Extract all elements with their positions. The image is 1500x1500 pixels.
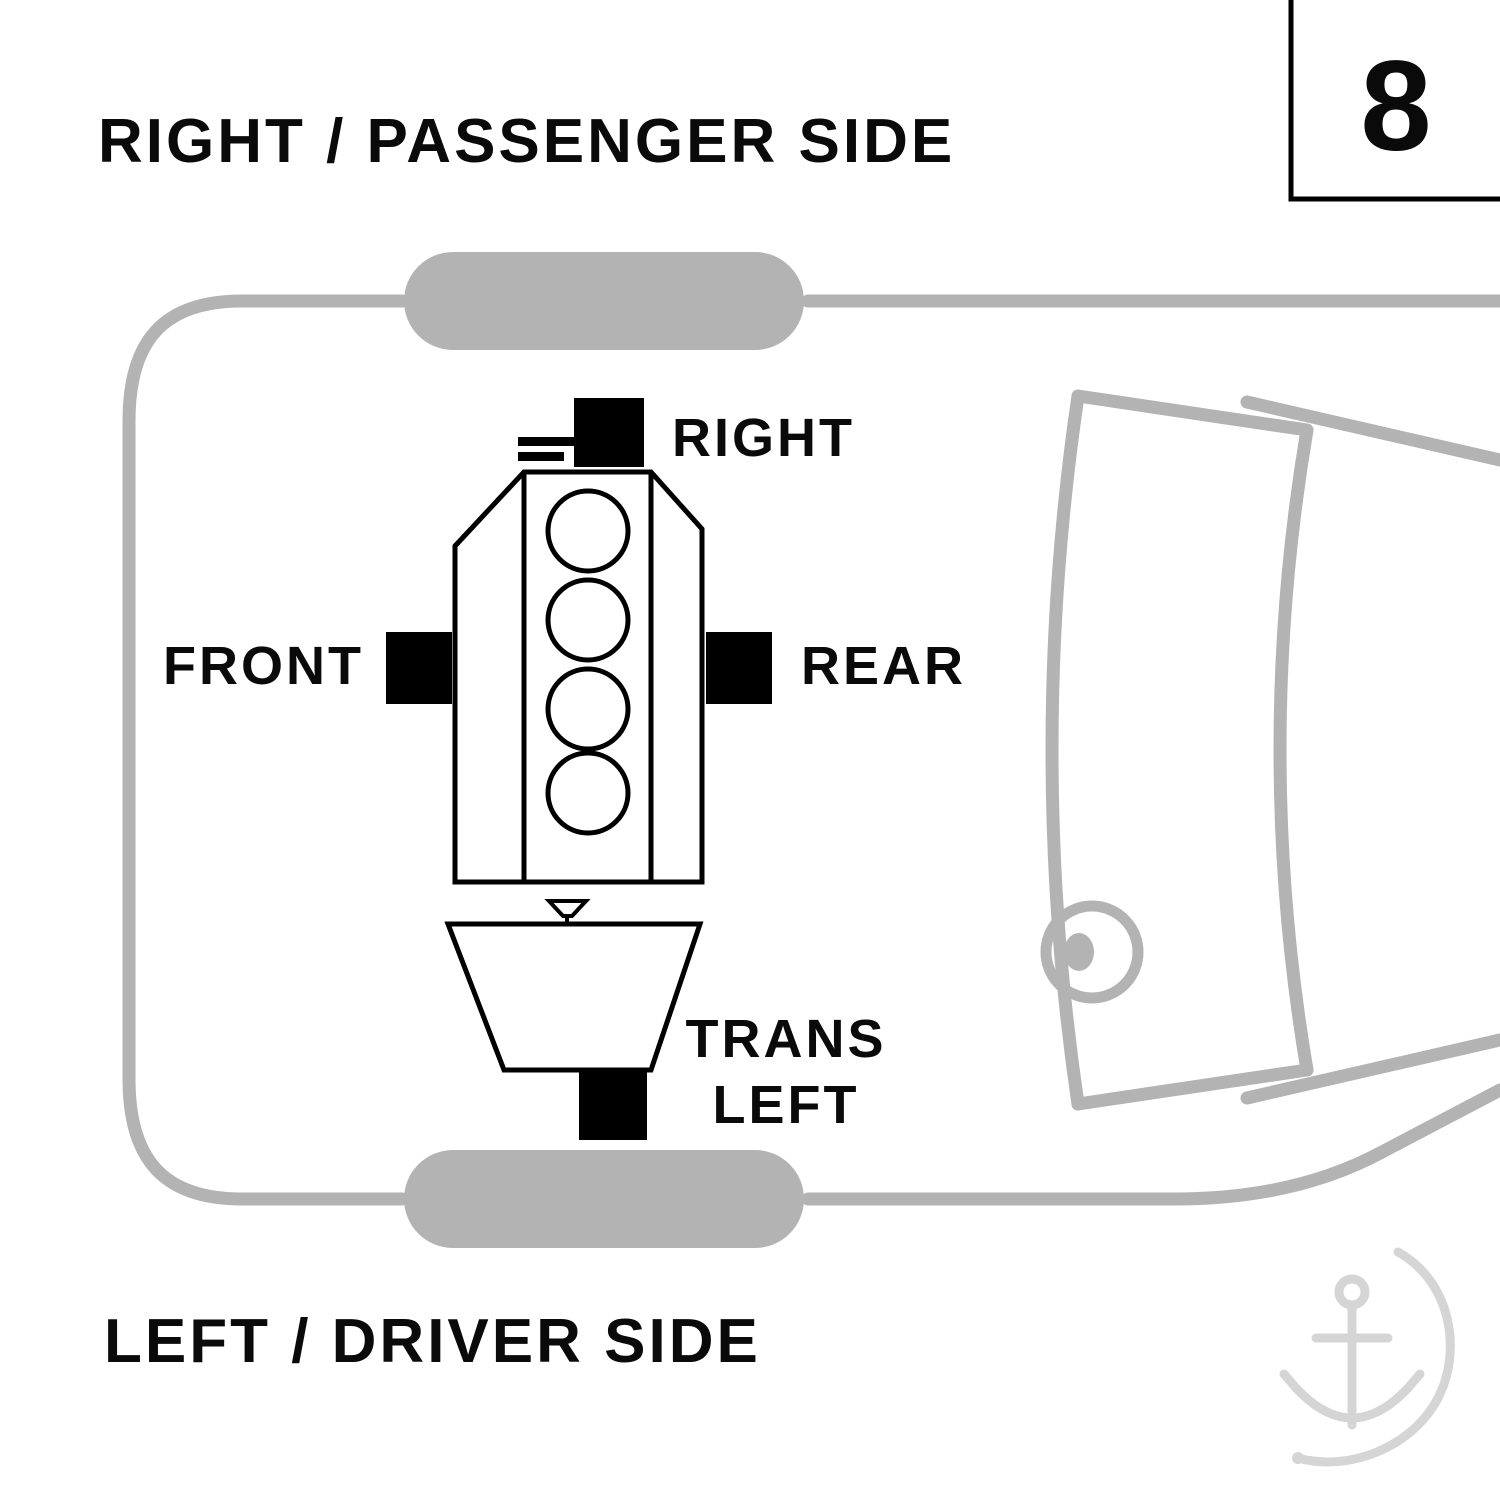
watermark-anchor-fluke-left [1279, 1369, 1301, 1393]
windshield-inner-arc [1045, 389, 1085, 1111]
cylinder-3 [545, 666, 631, 752]
steering-wheel-hub [1064, 933, 1094, 971]
mount-pad-trans-left [579, 1069, 647, 1140]
mount-label-right: RIGHT [672, 408, 855, 468]
cylinder-2 [545, 577, 631, 663]
cylinder-4 [545, 750, 631, 836]
mount-pad-right-stud-2 [518, 452, 564, 461]
windshield-top-edge [1071, 389, 1314, 437]
mount-label-trans-left: LEFT [713, 1075, 860, 1135]
mount-label-front: FRONT [163, 636, 364, 696]
steering-wheel [1040, 900, 1144, 1004]
windshield-bottom-edge [1071, 1063, 1314, 1111]
anchor-logo-watermark-icon [1279, 1247, 1455, 1467]
mount-pads [386, 398, 772, 1140]
cylinder-1 [545, 488, 631, 574]
car-body-front-outline [122, 294, 409, 1206]
car-body-bottom-line [801, 1083, 1500, 1206]
mount-pad-front [386, 632, 452, 704]
watermark-swirl [1293, 1247, 1455, 1467]
windshield-outer-arc [1273, 423, 1314, 1077]
mount-label-trans: TRANS [686, 1009, 887, 1069]
watermark-swirl-dot [1292, 1452, 1304, 1464]
mount-pad-right-stud-1 [518, 437, 576, 446]
mount-pad-right [574, 398, 644, 467]
roof-line-top [1240, 395, 1500, 467]
watermark-anchor-arms [1291, 1383, 1413, 1423]
top-title: RIGHT / PASSENGER SIDE [98, 107, 955, 176]
car-outline [122, 252, 1500, 1248]
engine-and-transmission [444, 469, 705, 1073]
tire-top-right [404, 252, 804, 350]
watermark-anchor-fluke-right [1403, 1369, 1425, 1393]
transmission-outline [444, 921, 704, 1073]
page-number: 8 [1360, 35, 1431, 178]
bottom-title: LEFT / DRIVER SIDE [104, 1307, 761, 1376]
mount-label-rear: REAR [801, 636, 966, 696]
tire-bottom-left [404, 1150, 804, 1248]
roof-line-bottom [1240, 1033, 1500, 1105]
page-number-box: 8 [1288, 0, 1500, 202]
trans-coupler-icon [544, 899, 591, 918]
mount-pad-rear [706, 632, 772, 704]
page-number-border [1288, 0, 1500, 202]
